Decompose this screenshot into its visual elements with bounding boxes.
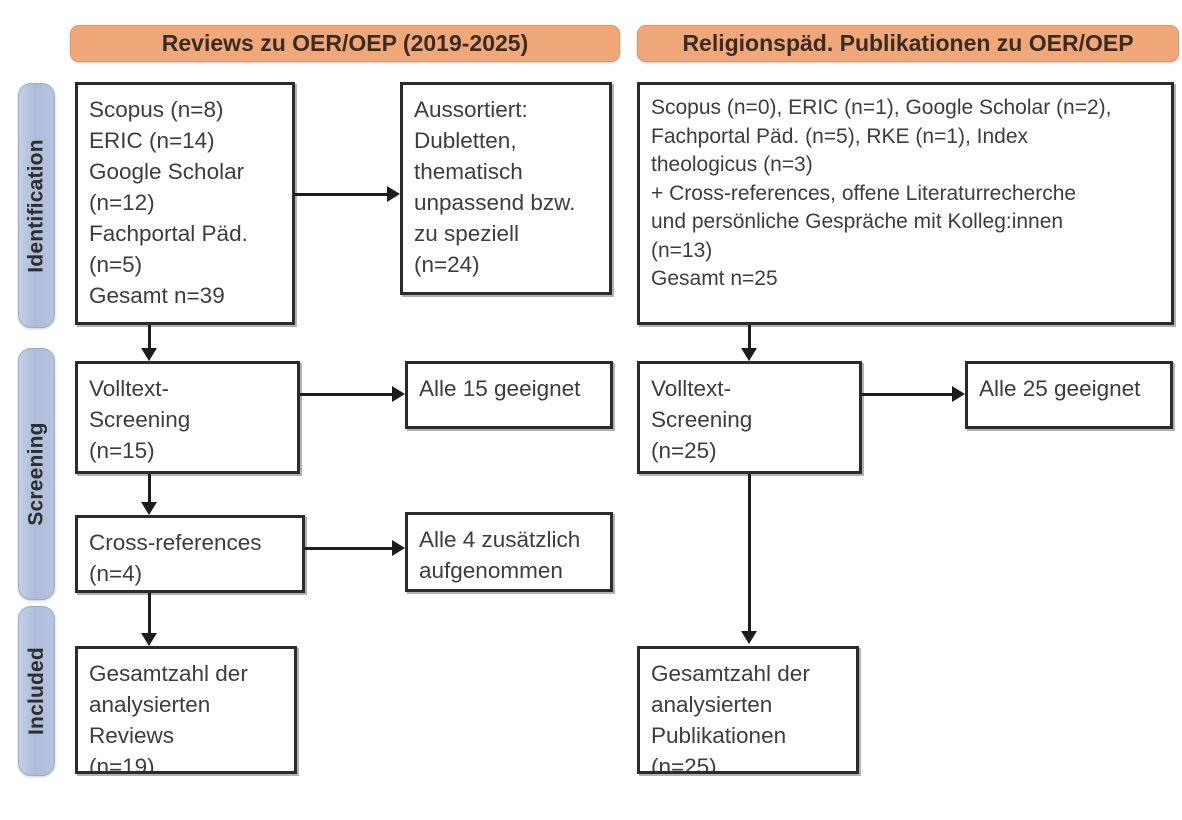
box-right-screening-line-3: (n=25): [651, 438, 717, 464]
connector-left-crossrefs-to-result: [305, 547, 392, 550]
box-left-crossrefs: Cross-references (n=4): [75, 515, 305, 593]
box-left-crossrefs-result-line-1: Alle 4 zusätzlich: [419, 527, 581, 552]
box-left-screening: Volltext- Screening (n=15): [75, 361, 300, 474]
box-left-included-line-3: Reviews: [89, 723, 175, 749]
arrowhead-left-sources-to-excluded: [387, 186, 400, 202]
arrowhead-left-screening-to-crossrefs: [141, 502, 157, 515]
box-right-sources-line-6: (n=13): [651, 238, 713, 262]
arrowhead-right-screening-to-included: [741, 631, 757, 644]
box-left-screening-line-3: (n=15): [89, 438, 155, 464]
box-left-crossrefs-result-line-2: aufgenommen: [419, 558, 563, 584]
arrowhead-left-crossrefs-to-included: [141, 633, 157, 646]
box-left-crossrefs-line-2: (n=4): [89, 561, 143, 587]
box-right-included-line-4: (n=25): [651, 754, 717, 774]
column-header-reviews-text: Reviews zu OER/OEP (2019-2025): [161, 30, 529, 56]
box-right-sources-line-4: + Cross-references, offene Literaturrech…: [651, 181, 1077, 205]
box-right-sources-line-1: Scopus (n=0), ERIC (n=1), Google Scholar…: [651, 96, 1112, 119]
arrowhead-right-sources-to-screening: [741, 348, 757, 361]
arrowhead-left-crossrefs-to-result: [392, 540, 405, 556]
box-left-sources-line-3: Google Scholar: [89, 159, 245, 185]
box-right-included-line-3: Publikationen: [651, 723, 787, 749]
stage-label-screening: Screening: [18, 348, 55, 600]
box-left-crossrefs-result: Alle 4 zusätzlich aufgenommen: [405, 512, 613, 592]
box-left-excluded-line-1: Aussortiert:: [414, 97, 528, 122]
box-left-sources-line-4: (n=12): [89, 190, 155, 216]
stage-label-screening-text: Screening: [24, 422, 48, 526]
box-left-included-line-2: analysierten: [89, 692, 211, 718]
box-left-sources: Scopus (n=8) ERIC (n=14) Google Scholar …: [75, 82, 295, 325]
box-left-included-line-4: (n=19): [89, 754, 155, 774]
box-right-screening: Volltext- Screening (n=25): [637, 361, 862, 474]
connector-left-crossrefs-to-included: [148, 593, 151, 635]
connector-left-screening-to-result: [300, 393, 392, 396]
column-header-publications-text: Religionspäd. Publikationen zu OER/OEP: [682, 30, 1134, 56]
box-left-screening-result: Alle 15 geeignet: [405, 361, 613, 429]
box-left-excluded-line-3: thematisch: [414, 159, 523, 185]
connector-right-screening-to-result: [862, 393, 952, 396]
column-header-reviews: Reviews zu OER/OEP (2019-2025): [70, 25, 620, 62]
box-left-sources-line-6: (n=5): [89, 252, 143, 278]
arrowhead-right-screening-to-result: [952, 386, 965, 402]
box-right-sources-line-3: theologicus (n=3): [651, 153, 813, 177]
box-left-sources-line-1: Scopus (n=8): [89, 97, 224, 122]
box-right-screening-line-2: Screening: [651, 407, 753, 433]
box-left-screening-line-1: Volltext-: [89, 376, 170, 401]
box-left-screening-result-line-1: Alle 15 geeignet: [419, 376, 581, 401]
connector-right-sources-to-screening: [748, 325, 751, 350]
box-left-screening-line-2: Screening: [89, 407, 191, 433]
box-right-screening-result-line-1: Alle 25 geeignet: [979, 376, 1141, 401]
box-left-included-line-1: Gesamtzahl der: [89, 661, 248, 686]
stage-label-identification: Identification: [18, 83, 55, 328]
connector-right-screening-to-included: [748, 474, 751, 633]
box-left-excluded-line-4: unpassend bzw.: [414, 190, 576, 216]
box-left-excluded-line-5: zu speziell: [414, 221, 520, 247]
arrowhead-left-sources-to-screening: [141, 348, 157, 361]
box-right-screening-result: Alle 25 geeignet: [965, 361, 1173, 429]
box-right-included-line-1: Gesamtzahl der: [651, 661, 810, 686]
box-left-excluded-line-2: Dubletten,: [414, 128, 517, 154]
connector-left-sources-to-screening: [148, 325, 151, 350]
box-left-sources-line-7: Gesamt n=39: [89, 283, 225, 309]
box-right-sources-line-2: Fachportal Päd. (n=5), RKE (n=1), Index: [651, 124, 1029, 148]
connector-left-sources-to-excluded: [295, 193, 387, 196]
box-left-sources-line-5: Fachportal Päd.: [89, 221, 248, 247]
arrowhead-left-screening-to-result: [392, 386, 405, 402]
box-right-included: Gesamtzahl der analysierten Publikatione…: [637, 646, 859, 774]
box-right-sources: Scopus (n=0), ERIC (n=1), Google Scholar…: [637, 82, 1174, 325]
stage-label-identification-text: Identification: [24, 138, 48, 273]
box-right-sources-line-7: Gesamt n=25: [651, 267, 778, 291]
box-left-excluded: Aussortiert: Dubletten, thematisch unpas…: [400, 82, 612, 295]
box-left-included: Gesamtzahl der analysierten Reviews (n=1…: [75, 646, 297, 774]
box-left-crossrefs-line-1: Cross-references: [89, 530, 262, 555]
stage-label-included: Included: [18, 606, 55, 776]
box-right-screening-line-1: Volltext-: [651, 376, 732, 401]
box-right-sources-line-5: und persönliche Gespräche mit Kolleg:inn…: [651, 210, 1064, 234]
box-right-included-line-2: analysierten: [651, 692, 773, 718]
box-left-sources-line-2: ERIC (n=14): [89, 128, 215, 154]
connector-left-screening-to-crossrefs: [148, 474, 151, 504]
box-left-excluded-line-6: (n=24): [414, 252, 480, 278]
column-header-publications: Religionspäd. Publikationen zu OER/OEP: [637, 25, 1179, 62]
stage-label-included-text: Included: [24, 647, 48, 735]
